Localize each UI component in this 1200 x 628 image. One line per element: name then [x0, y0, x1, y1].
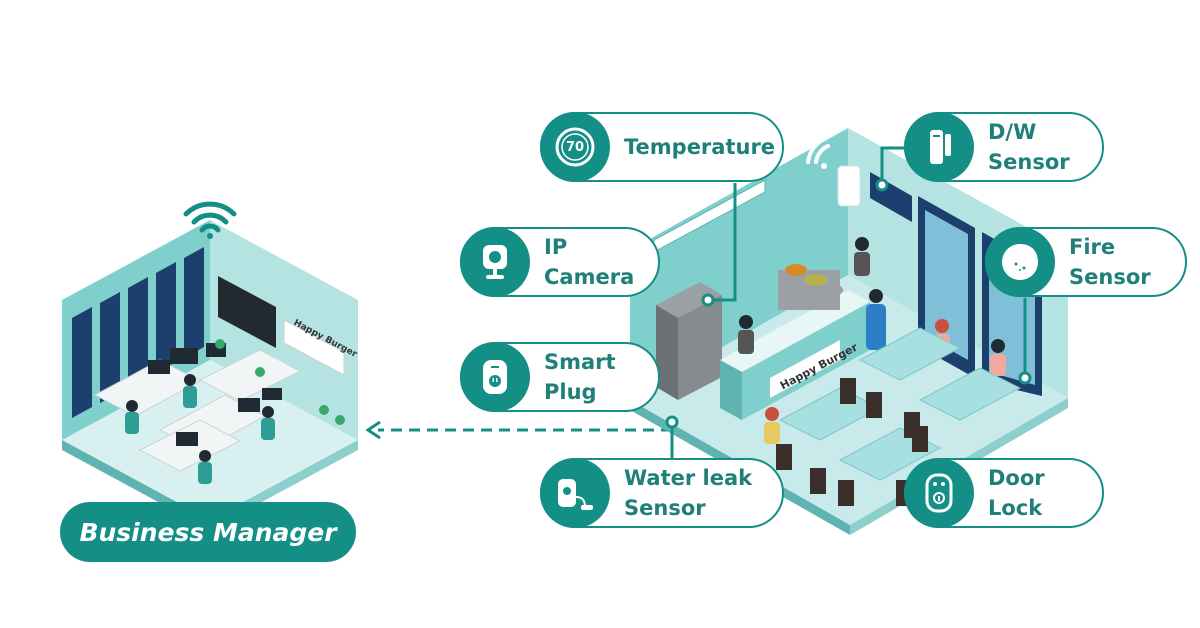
- device-ip-camera-label: IP Camera: [544, 235, 635, 289]
- office-plants: [215, 339, 345, 425]
- device-door-lock: Door Lock: [904, 458, 1104, 528]
- device-dw-sensor: D/W Sensor: [904, 112, 1104, 182]
- smart-plug-icon: [460, 342, 530, 412]
- restaurant-people: [738, 237, 1006, 444]
- office-tv: [218, 276, 276, 348]
- device-water-leak-sensor: Water leak Sensor: [540, 458, 784, 528]
- office-monitors: [148, 343, 282, 446]
- ip-camera-icon: [460, 227, 530, 297]
- router: [837, 165, 861, 207]
- fire-sensor-icon: [985, 227, 1055, 297]
- device-smart-plug: Smart Plug: [460, 342, 660, 412]
- thermostat-value: 70: [565, 139, 585, 155]
- restaurant-counter: [720, 290, 870, 420]
- device-smart-plug-label: Smart Plug: [544, 350, 616, 404]
- water-leak-sensor-icon: [540, 458, 610, 528]
- device-temperature: 70 Temperature: [540, 112, 784, 182]
- door-lock-icon: [904, 458, 974, 528]
- door-window-sensor-icon: [904, 112, 974, 182]
- connector-lines: [665, 146, 1032, 458]
- kitchen-pots: [778, 264, 843, 310]
- office-wifi-icon: [183, 201, 237, 239]
- office-sign: [283, 319, 345, 376]
- thermostat-icon: 70: [540, 112, 610, 182]
- device-door-lock-label: Door Lock: [988, 466, 1045, 520]
- business-manager-label: Business Manager: [60, 502, 356, 562]
- device-water-leak-sensor-label: Water leak Sensor: [624, 466, 753, 520]
- office-windows: [72, 247, 204, 418]
- device-temperature-label: Temperature: [624, 135, 776, 159]
- device-ip-camera: IP Camera: [460, 227, 660, 297]
- restaurant-illustration: [630, 128, 1068, 535]
- office-workers: [125, 374, 275, 484]
- restaurant-sign: [770, 340, 840, 398]
- device-dw-sensor-label: D/W Sensor: [988, 120, 1070, 174]
- router-wifi-icon: [806, 136, 830, 169]
- device-fire-sensor: Fire Sensor: [985, 227, 1187, 297]
- office-illustration: [62, 220, 358, 530]
- data-flow-arrow: [365, 420, 672, 440]
- device-fire-sensor-label: Fire Sensor: [1069, 235, 1151, 289]
- fridge: [656, 282, 722, 400]
